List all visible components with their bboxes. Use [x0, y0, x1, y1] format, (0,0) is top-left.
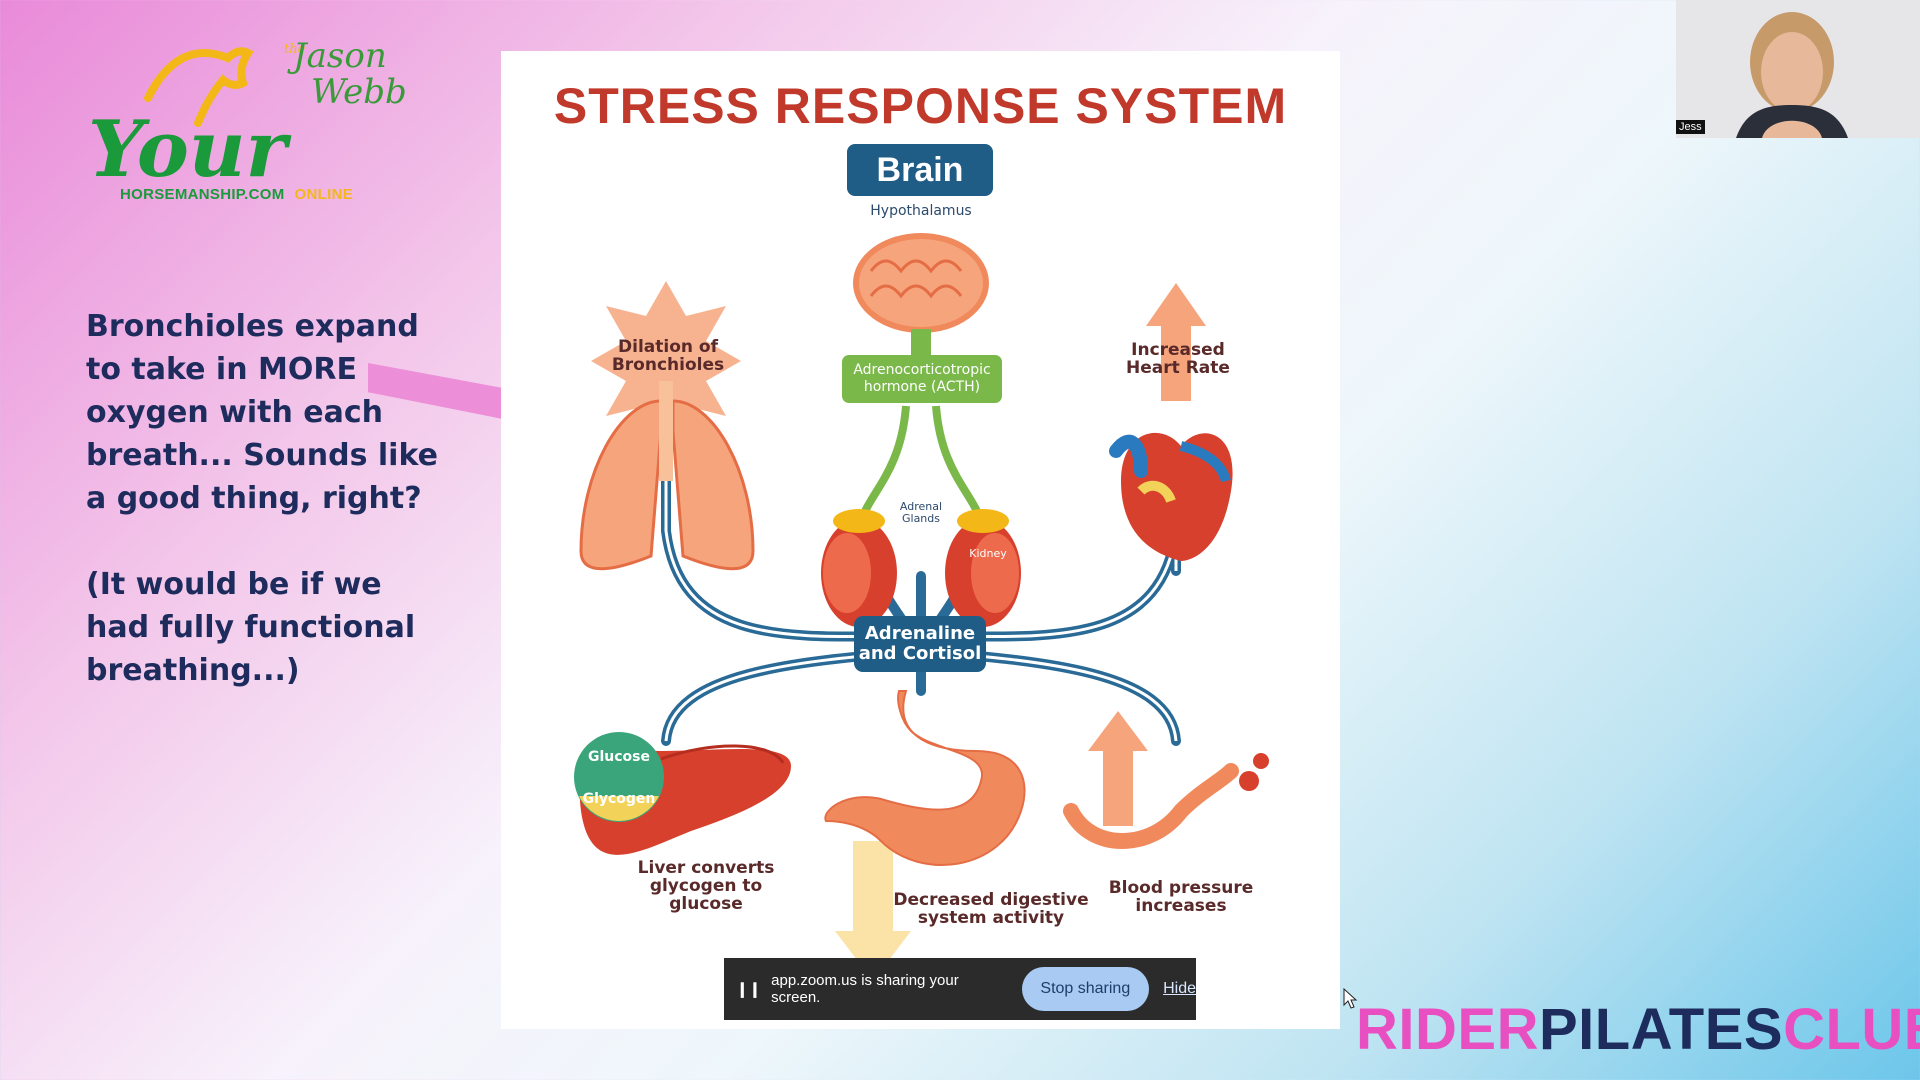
adrenaline-cortisol-box: Adrenaline and Cortisol [854, 616, 986, 672]
side-text: Bronchioles expand to take in MORE oxyge… [86, 305, 446, 735]
heart-icon [1109, 283, 1233, 561]
heart-rate-label: Increased Heart Rate [1126, 340, 1230, 378]
logo-jason: Jason [293, 36, 387, 76]
stomach-icon [824, 690, 1026, 981]
brain-icon [853, 233, 989, 357]
hypothalamus-label: Hypothalamus [870, 203, 972, 219]
brand-club: CLUB [1783, 997, 1920, 1062]
brain-badge: Brain [847, 144, 993, 196]
brand-pilates: PILATES [1538, 997, 1784, 1062]
glycogen-label: Glycogen [582, 791, 656, 807]
side-text-para1: Bronchioles expand to take in MORE oxyge… [86, 309, 438, 516]
side-text-para2: (It would be if we had fully functional … [86, 567, 416, 688]
logo-site: HORSEMANSHIP.COM [120, 186, 285, 203]
stop-sharing-button[interactable]: Stop sharing [1021, 967, 1150, 1011]
hide-link[interactable]: Hide [1163, 980, 1196, 997]
horse-logo-graphic: Your [88, 47, 292, 188]
logo-webb: Webb [311, 72, 407, 112]
liver-icon [574, 732, 791, 855]
stress-diagram-graphic [574, 233, 1269, 981]
participant-avatar-icon [1676, 0, 1920, 138]
brand-rider: RIDER [1356, 997, 1539, 1062]
adrenal-glands-label: Adrenal Glands [899, 500, 943, 525]
logo-jason-webb: Jason Webb [293, 38, 407, 110]
acth-box: Adrenocorticotropic hormone (ACTH) [842, 355, 1002, 403]
glucose-label: Glucose [587, 749, 650, 765]
rider-pilates-club-brand: RIDERPILATESCLUB [1356, 996, 1920, 1063]
logo-subtitle: HORSEMANSHIP.COM ONLINE [120, 186, 353, 203]
logo-online: ONLINE [294, 186, 354, 203]
mouse-cursor-icon [1343, 988, 1358, 1009]
pause-icon[interactable]: ❙❙ [736, 981, 762, 998]
kidneys-icon [821, 509, 1021, 627]
liver-label: Liver converts glycogen to glucose [637, 858, 775, 914]
sharing-message: app.zoom.us is sharing your screen. [771, 972, 959, 1006]
lungs-icon [579, 281, 755, 571]
zoom-sharing-bar: ❙❙ app.zoom.us is sharing your screen. S… [724, 958, 1196, 1020]
slide: STRESS RESPONSE SYSTEM Brain Hypothalamu… [501, 51, 1340, 1029]
blood-pressure-label: Blood pressure increases [1108, 878, 1254, 916]
blood-vessel-icon [1063, 711, 1269, 849]
slide-title: STRESS RESPONSE SYSTEM [553, 78, 1288, 134]
logo: Your the Jason Webb HORSEMANSHIP.COM ONLI… [88, 28, 407, 208]
dilation-label: Dilation of Bronchioles [611, 337, 725, 375]
logo-your-text: Your [88, 104, 292, 188]
digestive-label: Decreased digestive system activity [893, 890, 1089, 928]
participant-name: Jess [1676, 120, 1705, 134]
logo-the-text: the [284, 42, 306, 57]
kidney-label: Kidney [969, 547, 1007, 560]
participant-video[interactable] [1676, 0, 1920, 138]
